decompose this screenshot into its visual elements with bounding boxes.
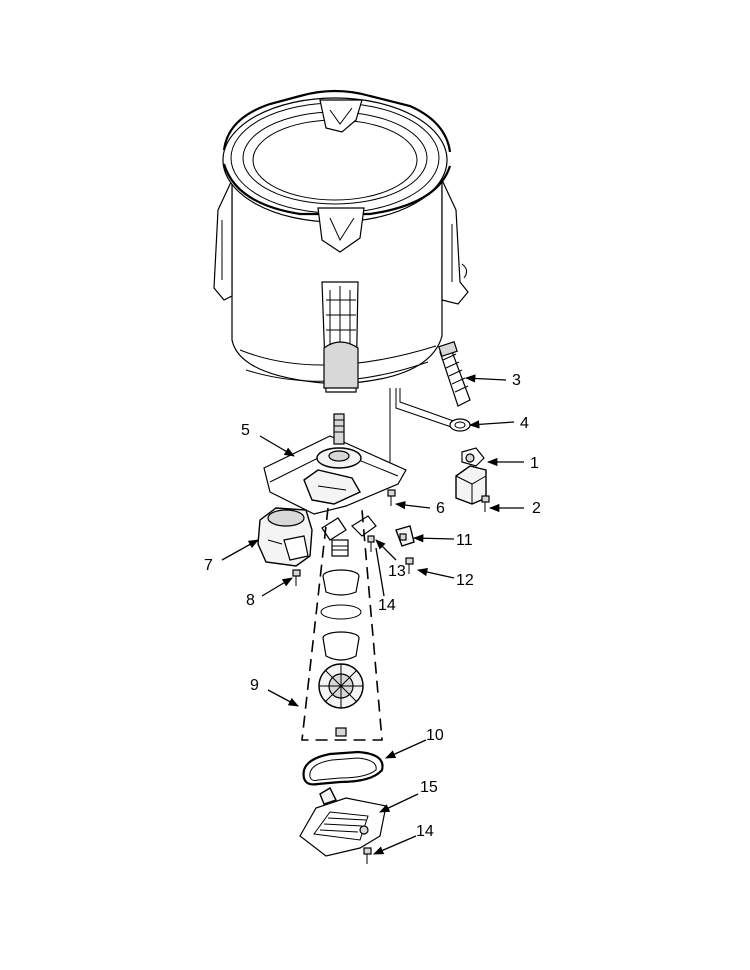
callout-5: 5 [241, 422, 250, 439]
callout-7: 7 [204, 557, 213, 574]
drive-motor [257, 507, 313, 567]
plate-screw [387, 489, 396, 506]
callout-14-lower: 14 [416, 823, 434, 840]
washer-tub [213, 89, 469, 393]
callout-13: 13 [388, 563, 406, 580]
callout-6: 6 [436, 500, 445, 517]
callout-12: 12 [456, 572, 474, 589]
gearcase-plate [263, 413, 407, 515]
base-plate [299, 787, 387, 857]
callout-1: 1 [530, 455, 539, 472]
callout-10: 10 [426, 727, 444, 744]
callout-15: 15 [420, 779, 438, 796]
lid-switch [395, 525, 415, 547]
base-screw [363, 847, 372, 864]
hose-connector-lines [389, 388, 463, 476]
callout-14-upper: 14 [378, 597, 396, 614]
switch-screw [405, 557, 414, 574]
callout-3: 3 [512, 372, 521, 389]
callout-9: 9 [250, 677, 259, 694]
drain-hose [438, 341, 471, 407]
callout-4: 4 [520, 415, 529, 432]
callout-2: 2 [532, 500, 541, 517]
callout-8: 8 [246, 592, 255, 609]
clutch-kit [301, 507, 383, 741]
motor-screw [292, 569, 301, 586]
drive-belt [302, 750, 384, 786]
callout-labels: 1 2 3 4 5 6 7 8 9 10 11 12 13 14 15 14 [204, 372, 541, 840]
shaft-sleeve [321, 517, 347, 541]
pump-screw [481, 495, 490, 512]
hose-clamp [449, 418, 471, 432]
drain-pump [455, 447, 487, 505]
callout-11: 11 [456, 532, 473, 549]
leader-lines [221, 374, 524, 855]
